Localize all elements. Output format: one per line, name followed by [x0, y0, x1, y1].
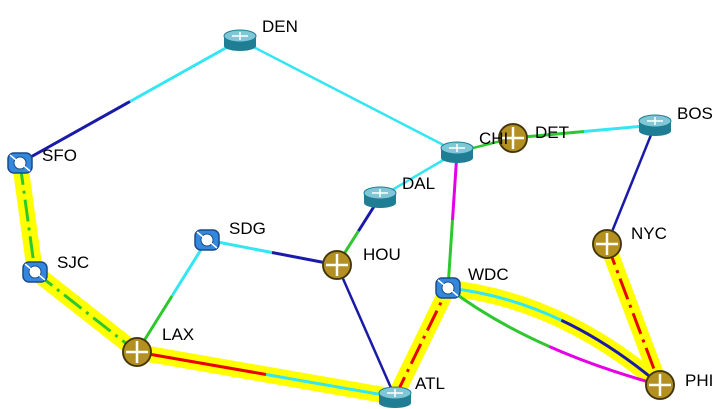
link-sdg-lax-segment-b: [135, 239, 209, 353]
router-arrows: [232, 32, 248, 40]
switch-arrows: [437, 279, 459, 297]
nodes-layer: [7, 29, 675, 408]
link-atl-wdc-line: [393, 287, 450, 398]
node-sfo-switch-icon[interactable]: [7, 152, 33, 174]
cross-router-ring: [322, 250, 352, 280]
link-sjc-lax[interactable]: [34, 270, 138, 354]
node-dal-router-icon[interactable]: [363, 186, 397, 208]
router-arrows: [647, 117, 663, 125]
cross-router-ring: [498, 123, 528, 153]
router-arrows: [449, 144, 465, 152]
node-det-cross-router-icon[interactable]: [498, 123, 528, 153]
link-hou-atl[interactable]: [335, 264, 397, 398]
node-label-det: DET: [535, 123, 569, 142]
link-nyc-phi[interactable]: [605, 243, 662, 386]
link-chi-wdc[interactable]: [446, 151, 459, 289]
node-label-sjc: SJC: [57, 253, 89, 272]
link-wdc-phi-segment-a: [447, 286, 661, 387]
link-sdg-lax[interactable]: [135, 239, 209, 353]
router-base: [364, 198, 396, 208]
link-sdg-hou[interactable]: [206, 238, 338, 267]
link-sjc-lax-line: [34, 270, 138, 354]
node-label-wdc: WDC: [468, 265, 509, 284]
node-label-den: DEN: [262, 17, 298, 36]
node-label-chi: CHI: [479, 129, 508, 148]
link-det-bos-segment-b: [512, 123, 656, 140]
link-wdc-phi-segment-a: [447, 286, 661, 387]
router-base: [639, 126, 671, 136]
labels-layer: DEN SFO SJC SDG LAX HOU DAL CHI DET BOS NYC WDC ATL P…: [42, 17, 713, 393]
highlighted-path-layer: [12, 155, 668, 405]
link-wdc-phi-segment-b: [447, 286, 661, 387]
router-base: [441, 153, 473, 163]
switch-hub: [28, 265, 42, 279]
link-wdc-phi[interactable]: [447, 286, 661, 387]
router-arrows: [372, 189, 388, 197]
node-label-sfo: SFO: [42, 146, 77, 165]
link-sfo-den-segment-b: [19, 38, 241, 165]
node-lax-cross-router-icon[interactable]: [122, 337, 152, 367]
link-wdc-phi-segment-b: [447, 286, 661, 387]
link-bos-nyc-line: [605, 124, 657, 245]
node-chi-router-icon[interactable]: [440, 141, 474, 163]
node-label-hou: HOU: [363, 245, 401, 264]
link-sfo-sjc[interactable]: [18, 162, 37, 273]
switch-arrows: [9, 154, 31, 172]
link-det-bos[interactable]: [512, 123, 656, 140]
router-base: [224, 41, 256, 51]
cross-router-arrows: [502, 127, 524, 149]
node-den-router-icon[interactable]: [223, 29, 257, 51]
node-sdg-switch-icon[interactable]: [194, 229, 220, 251]
switch-hub: [441, 281, 455, 295]
link-hou-atl-line: [335, 264, 397, 398]
cross-router-arrows: [596, 233, 618, 255]
node-label-bos: BOS: [677, 104, 713, 123]
cross-router-ring: [122, 337, 152, 367]
router-arrows: [387, 389, 403, 397]
cross-router-ring: [592, 229, 622, 259]
switch-hub: [13, 156, 27, 170]
link-wdc-phi[interactable]: [447, 286, 661, 387]
node-phi-cross-router-icon[interactable]: [645, 370, 675, 400]
link-sfo-den[interactable]: [19, 38, 241, 165]
node-label-lax: LAX: [162, 325, 194, 344]
switch-arrows: [24, 263, 46, 281]
node-hou-cross-router-icon[interactable]: [322, 250, 352, 280]
link-chi-wdc-segment-b: [446, 151, 459, 289]
link-lax-atl[interactable]: [136, 350, 396, 399]
node-nyc-cross-router-icon[interactable]: [592, 229, 622, 259]
node-label-phi: PHI: [685, 371, 713, 390]
switch-hub: [200, 233, 214, 247]
node-label-atl: ATL: [415, 374, 445, 393]
link-den-chi[interactable]: [239, 38, 458, 154]
node-label-dal: DAL: [402, 174, 435, 193]
link-bos-nyc[interactable]: [605, 124, 657, 245]
link-sfo-sjc-line: [18, 162, 37, 273]
node-label-nyc: NYC: [631, 224, 667, 243]
switch-arrows: [196, 231, 218, 249]
node-bos-router-icon[interactable]: [638, 114, 672, 136]
node-wdc-switch-icon[interactable]: [435, 277, 461, 299]
node-sjc-switch-icon[interactable]: [22, 261, 48, 283]
link-atl-wdc[interactable]: [393, 287, 450, 398]
node-atl-router-icon[interactable]: [378, 386, 412, 408]
cross-router-arrows: [649, 374, 671, 396]
link-nyc-phi-line: [605, 243, 662, 386]
cross-router-ring: [645, 370, 675, 400]
node-label-sdg: SDG: [229, 219, 266, 238]
router-base: [379, 398, 411, 408]
link-hou-dal-segment-b: [335, 196, 382, 266]
cross-router-arrows: [126, 341, 148, 363]
link-sdg-hou-segment-b: [206, 238, 338, 267]
link-den-chi-line: [239, 38, 458, 154]
cross-router-arrows: [326, 254, 348, 276]
link-lax-atl-segment-b: [136, 350, 396, 399]
